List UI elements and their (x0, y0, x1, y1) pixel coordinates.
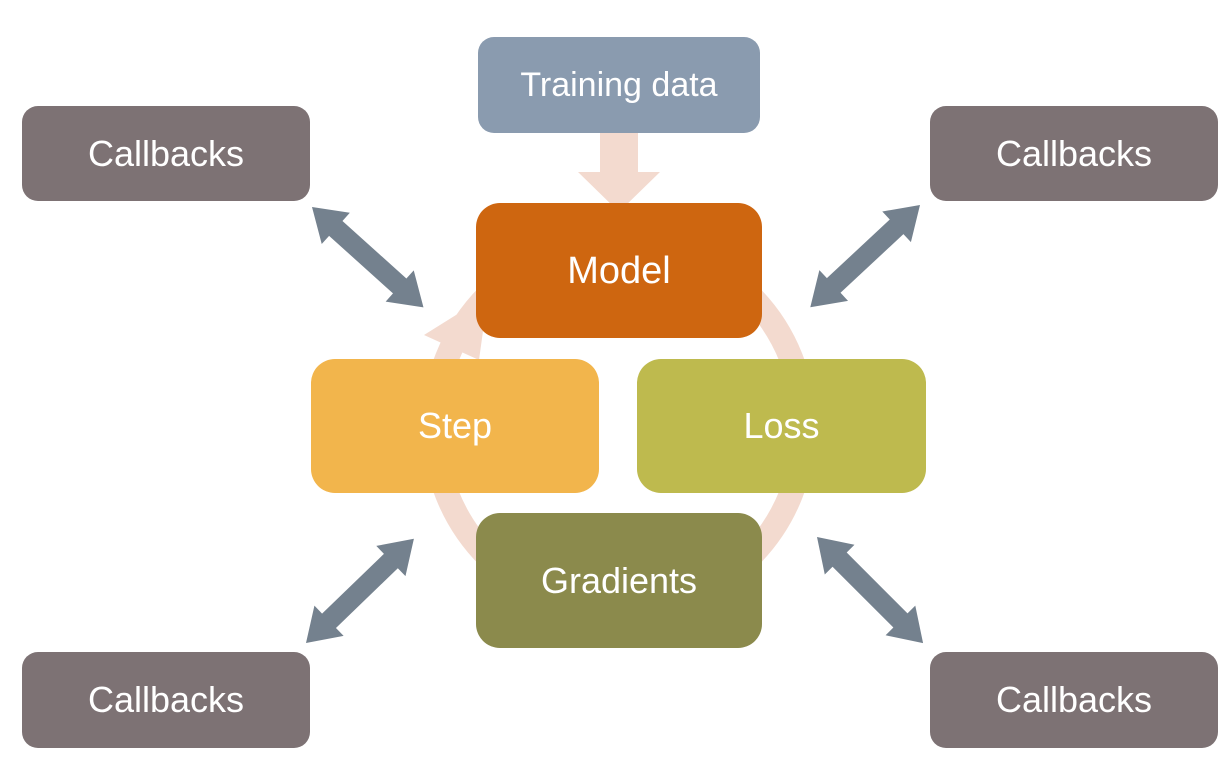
callbacks-node-top-left: Callbacks (22, 106, 310, 201)
model-label: Model (567, 249, 671, 292)
model-node: Model (476, 203, 762, 338)
training-data-flow-arrow-icon (578, 133, 660, 212)
callbacks-label: Callbacks (87, 679, 245, 720)
training-data-label: Training data (520, 66, 718, 104)
step-node: Step (311, 359, 599, 493)
step-label: Step (417, 405, 493, 446)
training-data-node: Training data (478, 37, 760, 133)
callbacks-node-bottom-right: Callbacks (930, 652, 1218, 748)
loss-label: Loss (743, 405, 820, 446)
callback-arrow-bottom-right-icon (817, 537, 924, 644)
gradients-label: Gradients (540, 559, 698, 601)
callback-arrow-bottom-left-icon (306, 538, 414, 643)
cycle-ring-arrowhead-icon (424, 295, 488, 360)
callbacks-label: Callbacks (995, 132, 1153, 174)
callbacks-node-bottom-left: Callbacks (22, 652, 310, 748)
loss-node: Loss (637, 359, 926, 493)
callbacks-label: Callbacks (87, 132, 245, 174)
callbacks-node-top-right: Callbacks (930, 106, 1218, 201)
gradients-node: Gradients (476, 513, 762, 648)
callbacks-label: Callbacks (995, 679, 1153, 720)
callback-arrow-top-right-icon (810, 205, 920, 308)
callback-arrow-top-left-icon (312, 207, 424, 308)
